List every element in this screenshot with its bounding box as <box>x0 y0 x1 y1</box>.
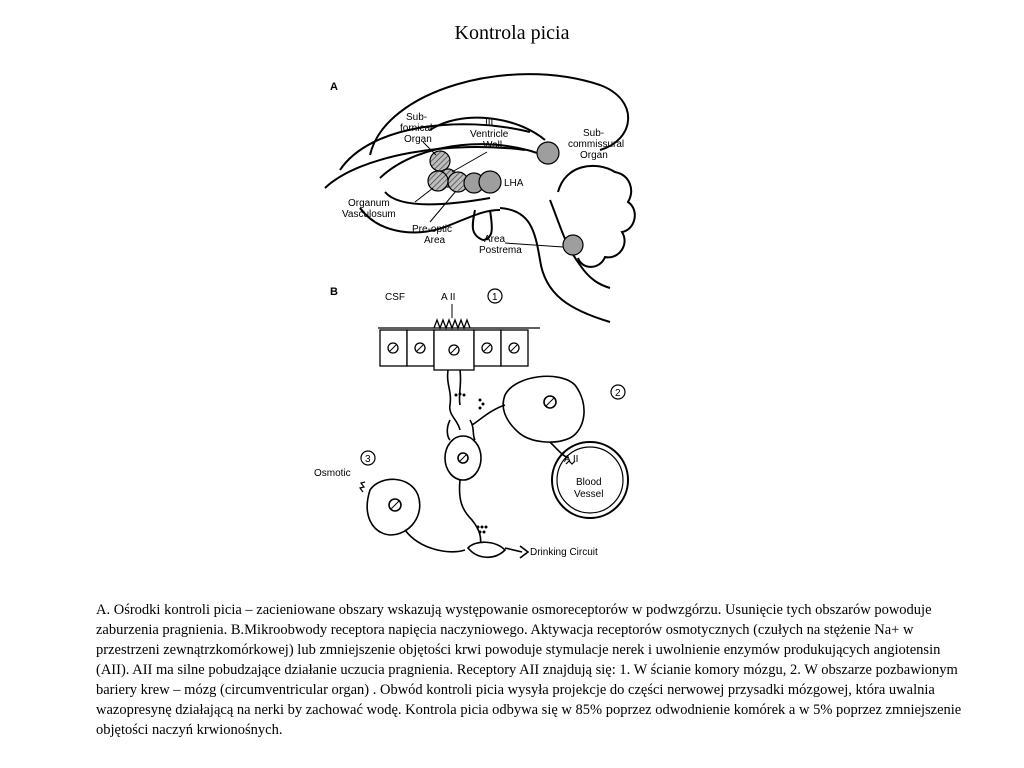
label-postrema-2: Postrema <box>479 245 522 256</box>
ependymal-layer <box>378 318 540 371</box>
label-blood-2: Vessel <box>574 489 603 500</box>
label-blood-1: Blood <box>576 477 602 488</box>
label-subcommissural-1: Sub- <box>583 128 604 139</box>
label-preoptic-2: Area <box>424 235 446 246</box>
lha-area-right <box>478 170 502 194</box>
area-postrema-circle <box>562 234 584 256</box>
subfornical-organ-area <box>429 150 451 172</box>
brain-outline <box>324 73 636 323</box>
organum-vasculosum-area <box>427 170 449 192</box>
panel-a-letter: A <box>330 81 338 93</box>
label-subfornical-2: fornical <box>400 123 432 134</box>
panel-b-letter: B <box>330 286 338 298</box>
label-ventricle-2: Ventricle <box>470 129 509 140</box>
label-subcommissural-2: commissural <box>568 139 624 150</box>
label-aii-top: A II <box>441 292 455 303</box>
osmotic-receptor-mark <box>358 481 366 493</box>
blood-vessel <box>551 441 629 519</box>
label-aii-vessel: A II <box>564 454 578 465</box>
label-postrema-1: Area <box>484 234 506 245</box>
marker-3: 3 <box>360 450 376 466</box>
label-preoptic-1: Pre-optic <box>412 224 452 235</box>
label-ventricle-3: Wall <box>483 140 502 151</box>
subcommissural-organ-area <box>536 141 560 165</box>
label-num-3: 3 <box>365 454 371 465</box>
label-osmotic: Osmotic <box>314 468 351 479</box>
marker-2: 2 <box>610 384 626 400</box>
label-subfornical-3: Organ <box>404 134 432 145</box>
label-subcommissural-3: Organ <box>580 150 608 161</box>
label-lha: LHA <box>504 178 524 189</box>
panel-a-leader-lines <box>414 141 564 248</box>
label-organum-2: Vasculosum <box>342 209 396 220</box>
thirst-control-figure: A <box>300 60 650 585</box>
synapse-dots <box>454 392 488 534</box>
slide-title: Kontrola picia <box>454 22 570 44</box>
label-drinking-circuit: Drinking Circuit <box>530 547 598 558</box>
figure-caption: A. Ośrodki kontroli picia – zacieniowane… <box>96 602 962 738</box>
marker-1: 1 <box>487 288 503 304</box>
label-organum-1: Organum <box>348 198 390 209</box>
label-csf: CSF <box>385 292 405 303</box>
label-subfornical-1: Sub- <box>406 112 427 123</box>
osmoreceptor-areas <box>427 141 584 256</box>
figure-svg: A <box>314 73 636 559</box>
label-ventricle-1: III <box>485 118 493 129</box>
neuron-circuit <box>366 369 585 559</box>
label-num-2: 2 <box>615 388 621 399</box>
panel-a-labels: Sub- fornical Organ III Ventricle Wall S… <box>342 112 624 256</box>
label-num-1: 1 <box>492 292 498 303</box>
